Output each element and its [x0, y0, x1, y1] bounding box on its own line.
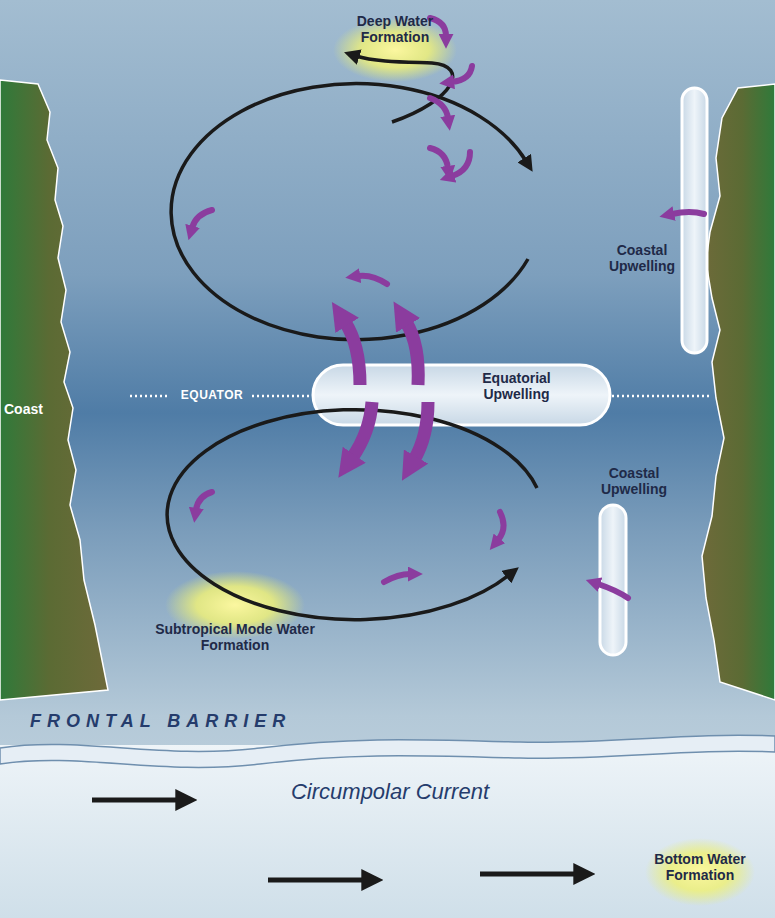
equator-label: EQUATOR: [172, 389, 252, 402]
node-text: Coast: [4, 402, 100, 418]
coast-land: Coast: [0, 80, 100, 700]
upwelling-zone: Coastal Upwelling: [592, 466, 676, 501]
node-text: Subtropical Mode Water Formation: [150, 622, 320, 653]
formation-glow: Bottom Water Formation: [650, 852, 750, 887]
formation-glow: Subtropical Mode Water Formation: [150, 622, 320, 657]
node-text: Bottom Water Formation: [650, 852, 750, 883]
upwelling-zone: Coastal Upwelling: [600, 243, 684, 278]
upwelling-zone: Equatorial Upwelling: [313, 365, 610, 425]
frontal-barrier: FRONTAL BARRIER: [0, 705, 775, 765]
node-text: FRONTAL BARRIER: [30, 711, 775, 731]
node-text: Deep Water Formation: [345, 14, 445, 45]
node-text: Equatorial Upwelling: [463, 371, 570, 402]
node-text: Coastal Upwelling: [600, 243, 684, 274]
node-text: Coastal Upwelling: [592, 466, 676, 497]
formation-glow: Deep Water Formation: [345, 14, 445, 49]
current-name: Circumpolar Current: [250, 780, 530, 805]
